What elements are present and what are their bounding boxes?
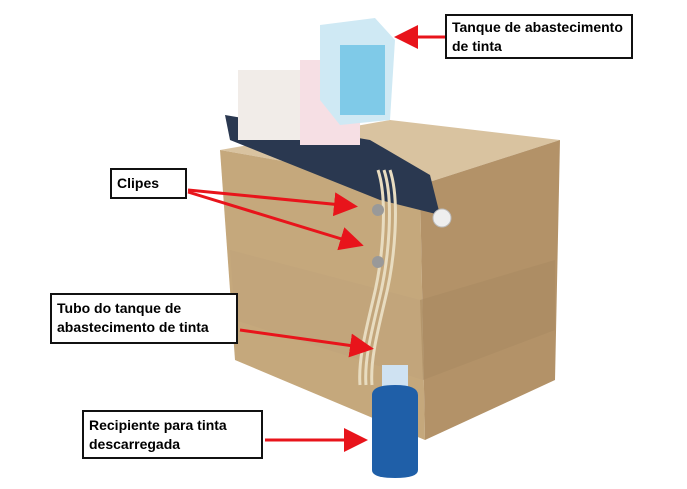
callout-arrows [187, 25, 445, 452]
label-waste-container: Recipiente para tinta descarregada [82, 410, 263, 459]
label-clips: Clipes [110, 168, 187, 199]
label-supply-tank: Tanque de abastecimento de tinta [445, 14, 633, 59]
arrow-clip-2 [187, 190, 364, 251]
waste-ink-bottle [372, 365, 418, 478]
cap [432, 208, 452, 228]
arrow-clip-1 [187, 188, 358, 217]
clip [372, 204, 384, 216]
supply-tank [320, 18, 395, 125]
arrow-supply-tube [239, 328, 374, 358]
supply-tubes [358, 169, 397, 386]
clip [372, 256, 384, 268]
label-supply-tube: Tubo do tanque de abastecimento de tinta [50, 293, 238, 344]
